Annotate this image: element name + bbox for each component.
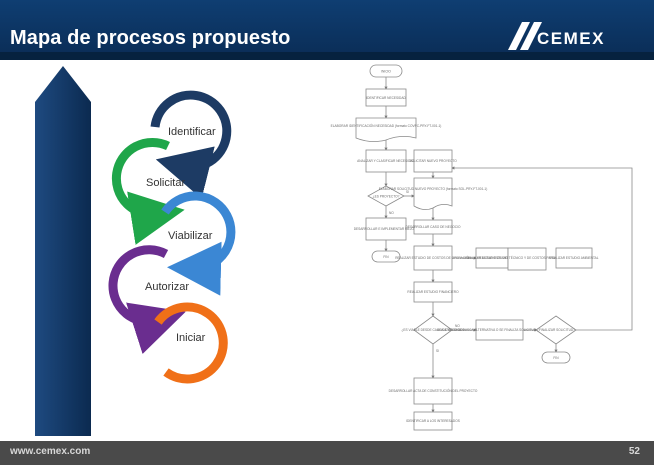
svg-text:FIN: FIN bbox=[383, 255, 389, 259]
svg-text:IDENTIFICAR NECESIDAD: IDENTIFICAR NECESIDAD bbox=[366, 96, 406, 100]
step-label-solicitar: Solicitar bbox=[146, 177, 186, 189]
flow-node-identificar-interesados: IDENTIFICAR A LOS INTERESADOS bbox=[406, 411, 460, 431]
svg-text:DESARROLLAR E IMPLEMENTAR MEJO: DESARROLLAR E IMPLEMENTAR MEJORA bbox=[354, 227, 419, 231]
flow-node-analizar-clasificar: ANALIZAR Y CLASIFICAR NECESIDAD bbox=[357, 149, 416, 173]
svg-text:¿FINALIZAR SOLICITUD?: ¿FINALIZAR SOLICITUD? bbox=[537, 328, 575, 332]
svg-text:¿ES VIABLE DESDE CASO DE NEGOC: ¿ES VIABLE DESDE CASO DE NEGOCIO? bbox=[401, 328, 464, 332]
flow-node-fin-1: FIN bbox=[371, 250, 401, 263]
flow-node-solicitar-proyecto: SOLICITAR NUEVO PROYECTO bbox=[409, 149, 457, 173]
flow-node-finalizar-solicitud: ¿FINALIZAR SOLICITUD? bbox=[535, 315, 577, 345]
svg-text:IDENTIFICAR A LOS INTERESADOS: IDENTIFICAR A LOS INTERESADOS bbox=[406, 419, 460, 423]
flow-node-estudio-costos-operacion: REALIZAR ESTUDIO DE COSTOS DE OPERACIÓN bbox=[395, 245, 471, 271]
cycle-arrow-viabilizar bbox=[161, 191, 236, 296]
stage-arrow bbox=[35, 66, 91, 436]
flow-node-inicio: INICIO bbox=[369, 64, 403, 78]
flow-connectors bbox=[384, 77, 633, 413]
footer-url[interactable]: www.cemex.com bbox=[10, 446, 91, 457]
cemex-logo bbox=[508, 22, 542, 50]
step-label-identificar: Identificar bbox=[168, 126, 216, 138]
svg-text:¿ES PROYECTO?: ¿ES PROYECTO? bbox=[373, 195, 400, 199]
logo-wordmark: CEMEX bbox=[537, 29, 605, 48]
slide-number: 52 bbox=[628, 446, 640, 457]
svg-text:ANALIZAR SI SE BUSCA ALTERNATI: ANALIZAR SI SE BUSCA ALTERNATIVA O SE FI… bbox=[437, 328, 562, 332]
svg-text:REALIZAR ESTUDIO DE MERCADO: REALIZAR ESTUDIO DE MERCADO bbox=[465, 256, 519, 260]
svg-text:ELABORAR SOLICITUD NUEVO PROYE: ELABORAR SOLICITUD NUEVO PROYECTO (forma… bbox=[379, 187, 488, 191]
header-underline bbox=[0, 52, 654, 60]
svg-text:REALIZAR ESTUDIO AMBIENTAL: REALIZAR ESTUDIO AMBIENTAL bbox=[549, 256, 598, 260]
step-label-iniciar: Iniciar bbox=[176, 332, 206, 344]
flow-node-desarrollar-mejora: DESARROLLAR E IMPLEMENTAR MEJORA bbox=[354, 217, 419, 241]
cycle-arrow-solicitar bbox=[111, 137, 185, 245]
flow-edge-si-2: SI bbox=[436, 349, 439, 353]
cycle-arrow-identificar bbox=[150, 90, 232, 199]
flow-node-es-viable: ¿ES VIABLE DESDE CASO DE NEGOCIO? bbox=[401, 315, 465, 345]
flow-node-es-proyecto: ¿ES PROYECTO? bbox=[367, 185, 405, 207]
footer-bar bbox=[0, 441, 654, 465]
flow-node-fin-2: FIN bbox=[541, 351, 571, 364]
svg-text:ELABORAR IDENTIFICACIÓN NECESI: ELABORAR IDENTIFICACIÓN NECESIDAD (forma… bbox=[331, 123, 442, 128]
svg-text:DESARROLLAR CASO DE NEGOCIO: DESARROLLAR CASO DE NEGOCIO bbox=[406, 225, 461, 229]
flow-node-elaborar-solicitud: ELABORAR SOLICITUD NUEVO PROYECTO (forma… bbox=[379, 177, 488, 210]
svg-text:DESARROLLAR ACTA DE CONSTITUCI: DESARROLLAR ACTA DE CONSTITUCIÓN DEL PRO… bbox=[389, 388, 478, 393]
flow-node-estudio-tecnico: REALIZAR ESTUDIO TÉCNICO Y DE COSTOS PAR… bbox=[477, 247, 577, 271]
svg-text:REALIZAR ESTUDIO FINANCIERO: REALIZAR ESTUDIO FINANCIERO bbox=[407, 290, 459, 294]
svg-text:INICIO: INICIO bbox=[381, 70, 391, 74]
logo-slash-1 bbox=[508, 22, 530, 50]
cycle-arrow-iniciar bbox=[154, 302, 228, 384]
svg-text:SOLICITAR NUEVO PROYECTO: SOLICITAR NUEVO PROYECTO bbox=[409, 159, 457, 163]
flow-node-elaborar-identificacion: ELABORAR IDENTIFICACIÓN NECESIDAD (forma… bbox=[331, 117, 442, 142]
slide-title: Mapa de procesos propuesto bbox=[10, 27, 291, 49]
flow-node-analizar-alternativa: ANALIZAR SI SE BUSCA ALTERNATIVA O SE FI… bbox=[437, 319, 562, 341]
svg-text:ANALIZAR Y CLASIFICAR NECESIDA: ANALIZAR Y CLASIFICAR NECESIDAD bbox=[357, 159, 415, 163]
step-label-autorizar: Autorizar bbox=[145, 281, 190, 293]
flow-node-identificar-necesidad: IDENTIFICAR NECESIDAD bbox=[365, 88, 406, 107]
flow-node-estudio-ambiental: REALIZAR ESTUDIO AMBIENTAL bbox=[549, 247, 599, 269]
flow-edge-no-1: NO bbox=[389, 211, 394, 215]
flow-edge-si-1: SI bbox=[406, 190, 409, 194]
flow-node-caso-negocio: DESARROLLAR CASO DE NEGOCIO bbox=[406, 219, 461, 235]
svg-text:REALIZAR ESTUDIO DE COSTOS DE: REALIZAR ESTUDIO DE COSTOS DE OPERACIÓN bbox=[395, 255, 471, 260]
logo-slash-2 bbox=[520, 22, 542, 50]
flow-node-acta-constitucion: DESARROLLAR ACTA DE CONSTITUCIÓN DEL PRO… bbox=[389, 377, 478, 405]
step-label-viabilizar: Viabilizar bbox=[168, 230, 213, 242]
cycle-arrow-autorizar bbox=[108, 245, 186, 354]
header-bar bbox=[0, 0, 654, 60]
svg-text:FIN: FIN bbox=[553, 356, 559, 360]
flow-edge-no-2: NO bbox=[455, 324, 460, 328]
svg-text:REALIZAR ESTUDIO TÉCNICO Y DE: REALIZAR ESTUDIO TÉCNICO Y DE COSTOS PAR… bbox=[477, 255, 577, 260]
flow-node-estudio-financiero: REALIZAR ESTUDIO FINANCIERO bbox=[407, 281, 459, 303]
